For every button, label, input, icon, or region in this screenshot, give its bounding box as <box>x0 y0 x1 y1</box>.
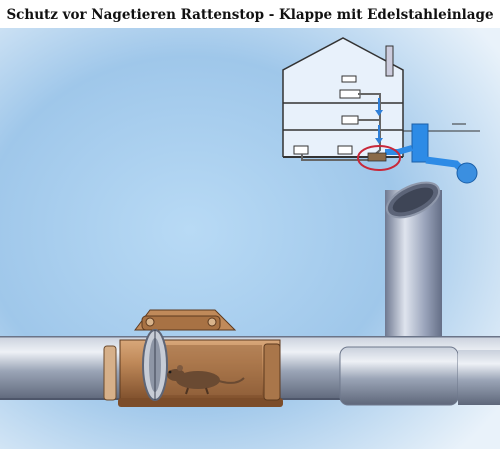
rat-icon <box>167 365 245 395</box>
house-schematic-icon <box>282 37 480 184</box>
diagram-title: Schutz vor Nagetieren Rattenstop - Klapp… <box>6 7 494 23</box>
valve-highlight-circle <box>357 145 401 171</box>
backflow-flap-valve-icon <box>103 309 283 407</box>
